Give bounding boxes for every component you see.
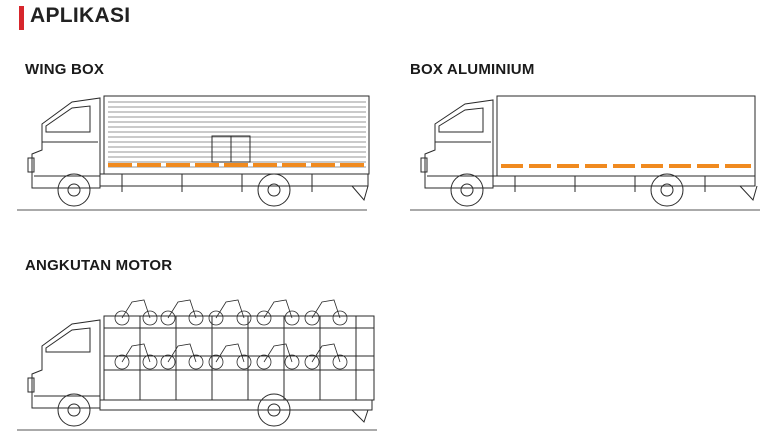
section-label-wing-box: WING BOX (25, 61, 105, 78)
box-aluminium-truck-illustration (405, 92, 765, 217)
page-title: APLIKASI (30, 4, 131, 27)
title-accent-bar (19, 6, 24, 30)
motorcycles-bottom-row (115, 344, 347, 369)
motorcycles-top-row (115, 300, 347, 325)
angkutan-motor-truck-illustration (12, 288, 382, 438)
section-label-box-aluminium: BOX ALUMINIUM (410, 61, 535, 78)
section-label-angkutan-motor: ANGKUTAN MOTOR (25, 257, 173, 274)
wing-box-truck-illustration (12, 92, 372, 217)
